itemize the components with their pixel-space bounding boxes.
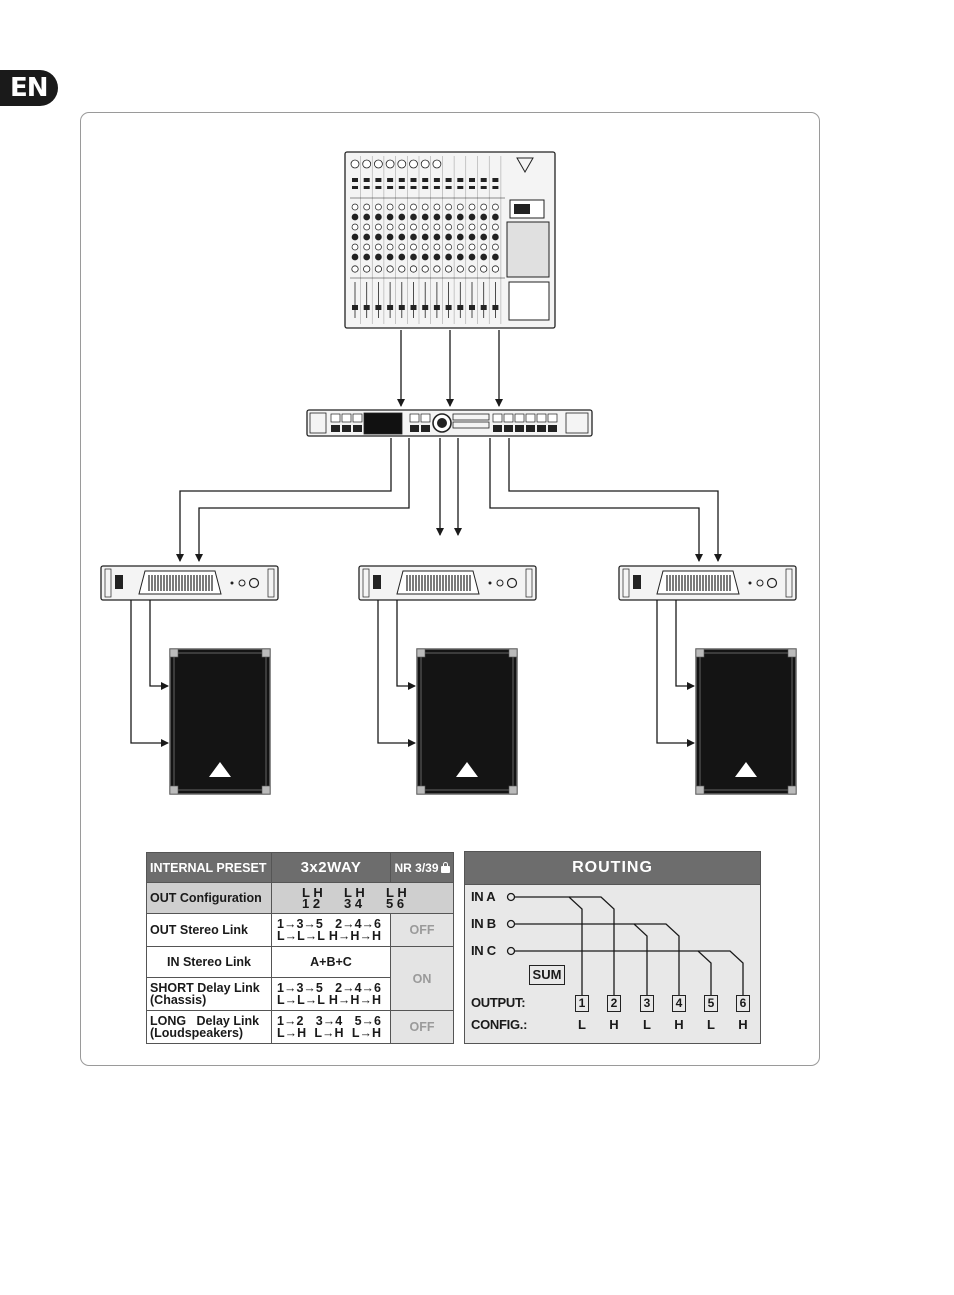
out-config-label: OUT Configuration	[146, 882, 272, 914]
mixer-channel-strip	[350, 156, 361, 324]
mixer-channel-strips	[350, 156, 505, 324]
loudspeaker-cabinet	[695, 648, 797, 795]
output-5-box: 5	[704, 995, 718, 1012]
short-delay-link-label: SHORT Delay Link (Chassis)	[146, 976, 272, 1012]
in-stereo-link-label: IN Stereo Link	[146, 946, 272, 978]
mixer-channel-strip	[373, 156, 385, 324]
mixer-channel-strip	[397, 156, 408, 324]
out-stereo-link-state: OFF	[390, 912, 454, 948]
output-6-box: 6	[736, 995, 750, 1012]
config-3: L	[643, 1017, 651, 1032]
shared-link-state: ON	[390, 946, 454, 1012]
mixer-console	[344, 151, 556, 329]
crossover-buttons	[330, 413, 558, 432]
loudspeaker-cabinet	[169, 648, 271, 795]
mixer-channel-strip	[432, 156, 443, 324]
out-stereo-link-label: OUT Stereo Link	[146, 912, 272, 948]
sum-button[interactable]: SUM	[529, 965, 565, 985]
mixer-channel-strip	[491, 156, 502, 324]
language-tab[interactable]: EN	[0, 70, 58, 106]
routing-input-b: IN B	[471, 916, 496, 931]
mixer-channel-strip	[480, 156, 490, 324]
preset-name: 3x2WAY	[271, 851, 391, 884]
preset-header-label: INTERNAL PRESET	[146, 851, 272, 884]
power-amplifier	[100, 565, 279, 601]
mixer-channel-strip	[456, 156, 467, 324]
mixer-channel-strip	[444, 156, 455, 324]
power-amplifiers	[100, 565, 797, 601]
output-4-box: 4	[672, 995, 686, 1012]
routing-lines	[506, 892, 744, 998]
config-2: H	[609, 1017, 619, 1032]
long-delay-link-state: OFF	[390, 1010, 454, 1044]
power-amplifier	[618, 565, 797, 601]
routing-config-label: CONFIG.:	[471, 1017, 528, 1032]
config-5: L	[707, 1017, 715, 1032]
long-delay-link-label: LONG Delay Link (Loudspeakers)	[146, 1010, 272, 1044]
output-2-box: 2	[607, 995, 621, 1012]
routing-output-label: OUTPUT:	[471, 995, 526, 1010]
config-4: H	[674, 1017, 684, 1032]
crossover-unit	[306, 409, 593, 437]
in-stereo-link-value: A+B+C	[271, 946, 391, 978]
internal-preset-table: INTERNAL PRESET 3x2WAY NR 3/39 OUT Confi…	[146, 851, 454, 1044]
preset-number: NR 3/39	[390, 851, 454, 884]
routing-panel: ROUTING IN A IN B IN C SUM OUTPUT: CONFI…	[464, 851, 761, 1044]
signal-cables	[130, 330, 722, 747]
output-3-box: 3	[640, 995, 654, 1012]
mixer-channel-strip	[420, 156, 431, 324]
loudspeaker-cabinet	[416, 648, 518, 795]
output-1-box: 1	[575, 995, 589, 1012]
config-1: L	[578, 1017, 586, 1032]
routing-title: ROUTING	[465, 852, 760, 885]
mixer-channel-strip	[409, 156, 420, 324]
mixer-master-section	[506, 157, 550, 321]
mixer-channel-strip	[362, 156, 373, 324]
config-6: H	[738, 1017, 748, 1032]
diagram-frame	[80, 112, 820, 1066]
power-amplifier	[358, 565, 537, 601]
mixer-channel-strip	[468, 156, 478, 324]
routing-input-c: IN C	[471, 943, 496, 958]
loudspeakers	[169, 648, 797, 795]
mixer-channel-strip	[385, 156, 396, 324]
lock-icon	[440, 861, 450, 873]
routing-input-a: IN A	[471, 889, 496, 904]
out-config-values: L H L H L H 1 2 3 4 5 6	[271, 882, 454, 914]
